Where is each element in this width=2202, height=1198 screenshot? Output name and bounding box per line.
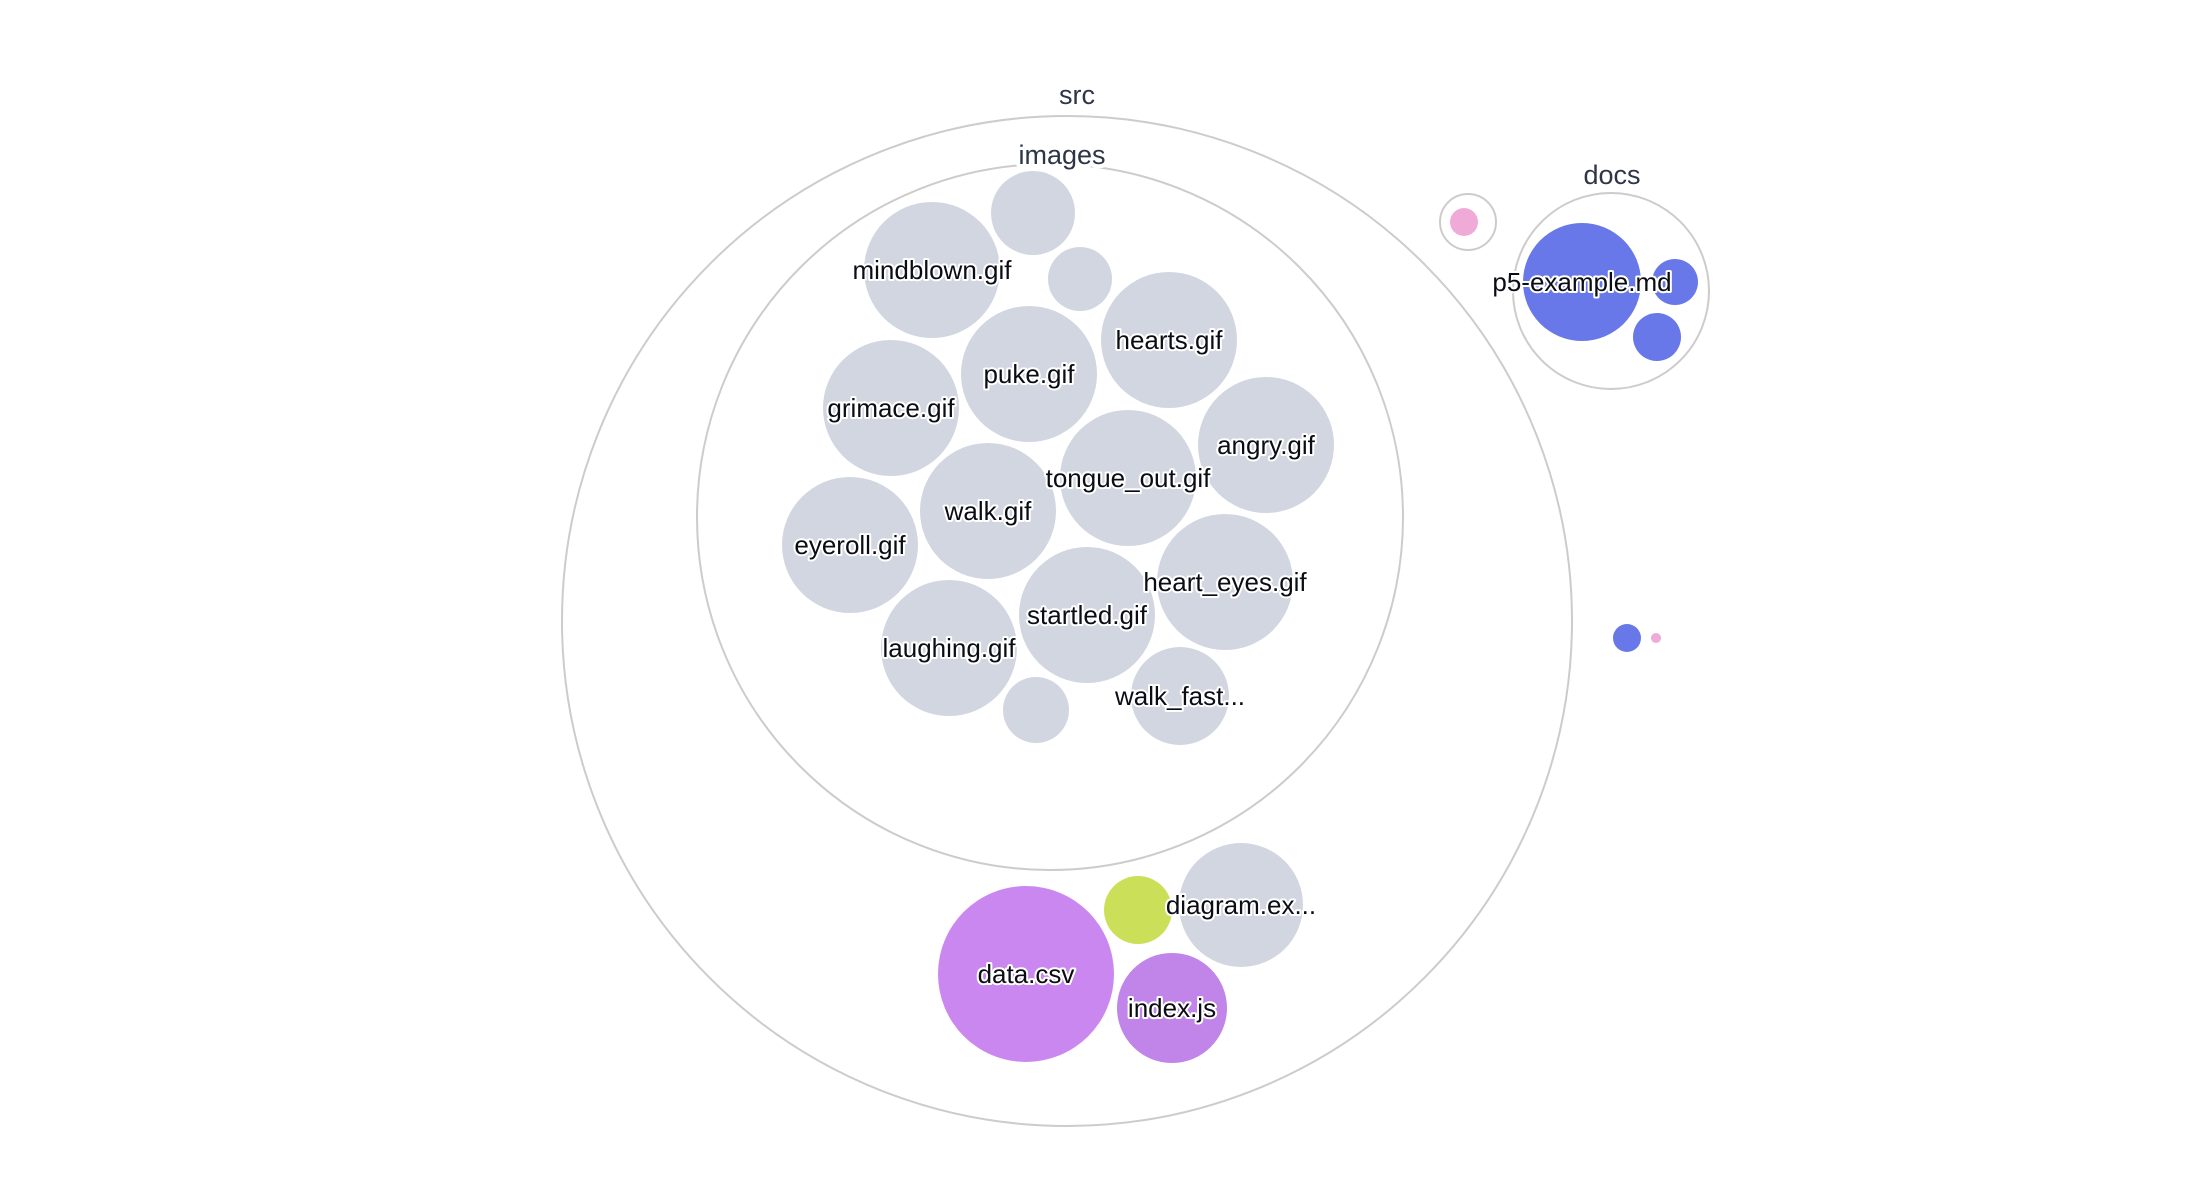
file-circle-laughing[interactable] — [881, 580, 1017, 716]
file-label-hearts: hearts.gif — [1116, 325, 1224, 355]
file-label-heart-eyes: heart_eyes.gif — [1143, 567, 1307, 597]
file-label-walk: walk.gif — [944, 496, 1032, 526]
file-circle-walk[interactable] — [920, 443, 1056, 579]
file-label-data-csv: data.csv — [978, 959, 1075, 989]
file-label-p5-example: p5-example.md — [1492, 267, 1671, 297]
file-circle-angry[interactable] — [1198, 377, 1334, 513]
file-circle-f-small1[interactable] — [1048, 247, 1112, 311]
file-circle-eyeroll[interactable] — [782, 477, 918, 613]
file-circle-f-md2[interactable] — [1652, 259, 1698, 305]
folder-label-images: images — [1018, 140, 1105, 170]
folders-layer — [561, 115, 1710, 1127]
file-circle-tongue-out[interactable] — [1060, 410, 1196, 546]
file-label-eyeroll: eyeroll.gif — [794, 530, 906, 560]
file-label-diagram: diagram.ex... — [1166, 890, 1316, 920]
file-label-angry: angry.gif — [1217, 430, 1316, 460]
file-circle-mindblown[interactable] — [864, 202, 1000, 338]
file-labels-layer: mindblown.gif hearts.gif puke.gif grimace.g… — [792, 253, 1673, 1025]
file-circle-hearts[interactable] — [1101, 272, 1237, 408]
file-circle-index-js[interactable] — [1117, 953, 1227, 1063]
file-circle-grimace[interactable] — [823, 340, 959, 476]
folder-circle-src[interactable] — [561, 115, 1573, 1127]
folder-labels-layer: src images docs — [1014, 76, 1644, 194]
files-layer: mindblown.gif hearts.gif puke.gif grimace.g… — [782, 171, 1698, 1063]
folder-label-src: src — [1059, 80, 1095, 110]
file-circle-data-csv[interactable] — [938, 886, 1114, 1062]
file-label-tongue-out: tongue_out.gif — [1046, 463, 1212, 493]
file-circle-f-root-pink[interactable] — [1651, 633, 1661, 643]
file-label-startled: startled.gif — [1027, 600, 1148, 630]
file-circle-f-green[interactable] — [1104, 876, 1172, 944]
folder-circle-docs[interactable] — [1512, 192, 1710, 390]
file-circle-walk-fast[interactable] — [1131, 647, 1229, 745]
folder-circle-pinkdir[interactable] — [1439, 193, 1497, 251]
file-circle-f-pink[interactable] — [1450, 208, 1478, 236]
folder-circle-images[interactable] — [696, 163, 1404, 871]
file-circle-diagram[interactable] — [1179, 843, 1303, 967]
file-circle-f-small2[interactable] — [1003, 677, 1069, 743]
file-label-laughing: laughing.gif — [883, 633, 1017, 663]
file-circle-f-root-md[interactable] — [1613, 624, 1641, 652]
file-label-index-js: index.js — [1128, 993, 1216, 1023]
file-circle-puke[interactable] — [961, 306, 1097, 442]
folder-label-docs: docs — [1583, 160, 1640, 190]
file-label-walk-fast: walk_fast... — [1114, 681, 1245, 711]
file-label-mindblown: mindblown.gif — [853, 255, 1013, 285]
file-circle-f-md3[interactable] — [1633, 313, 1681, 361]
file-circle-f-top[interactable] — [991, 171, 1075, 255]
file-circle-heart-eyes[interactable] — [1157, 514, 1293, 650]
file-label-grimace: grimace.gif — [827, 393, 955, 423]
file-circle-p5-example[interactable] — [1523, 223, 1641, 341]
file-circle-startled[interactable] — [1019, 547, 1155, 683]
file-label-puke: puke.gif — [983, 359, 1075, 389]
